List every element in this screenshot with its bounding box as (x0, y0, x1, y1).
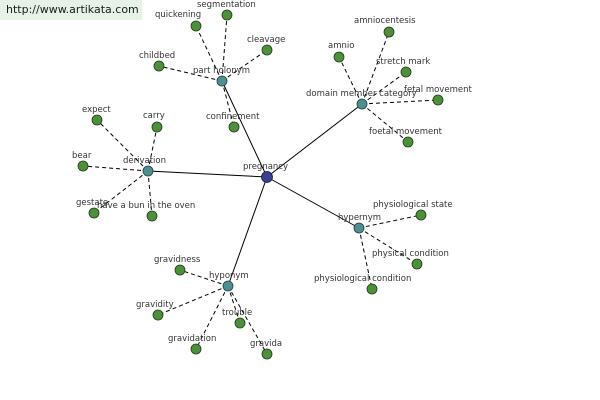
term-label-gravidness: gravidness (154, 255, 201, 265)
root-label: pregnancy (243, 162, 288, 172)
edge-derivation-have-a-bun-in-the-oven (147, 170, 153, 217)
term-node-childbed[interactable] (153, 60, 165, 72)
term-label-gravidation: gravidation (168, 334, 216, 344)
graph-nodes (77, 9, 444, 360)
term-node-segmentation[interactable] (221, 9, 233, 21)
term-label-physiological-state: physiological state (373, 200, 453, 210)
edge-part-holonym-cleavage (221, 49, 268, 82)
edge-root-hypernym (266, 176, 360, 229)
relation-node-hyponym[interactable] (222, 280, 234, 292)
term-node-trouble[interactable] (234, 317, 246, 329)
graph-edges (82, 14, 439, 355)
relation-label-hypernym: hypernym (338, 213, 381, 223)
edge-part-holonym-childbed (158, 65, 223, 82)
term-node-fetal-movement[interactable] (432, 94, 444, 106)
term-label-confinement: confinement (206, 112, 260, 122)
term-node-quickening[interactable] (190, 20, 202, 32)
term-node-foetal-movement[interactable] (402, 136, 414, 148)
term-node-gestate[interactable] (88, 207, 100, 219)
term-node-gravidity[interactable] (152, 309, 164, 321)
term-label-trouble: trouble (222, 308, 252, 318)
term-node-carry[interactable] (151, 121, 163, 133)
root-node-pregnancy[interactable] (261, 171, 273, 183)
edge-root-part-holonym (221, 80, 268, 178)
term-node-confinement[interactable] (228, 121, 240, 133)
edge-domain-member-category-amniocentesis (361, 31, 390, 105)
term-node-amniocentesis[interactable] (383, 26, 395, 38)
edge-derivation-expect (96, 119, 149, 172)
edge-domain-member-category-fetal-movement (361, 99, 439, 105)
term-label-physiological-condition: physiological condition (314, 274, 411, 284)
term-node-have-a-bun-in-the-oven[interactable] (146, 210, 158, 222)
term-label-amniocentesis: amniocentesis (354, 16, 416, 26)
term-node-cleavage[interactable] (261, 44, 273, 56)
term-label-fetal-movement: fetal movement (404, 85, 472, 95)
edge-root-derivation (147, 170, 268, 178)
watermark-link[interactable]: http://www.artikata.com (0, 0, 142, 20)
edge-hyponym-gravidation (195, 285, 229, 350)
relation-label-derivation: derivation (123, 156, 166, 166)
term-label-stretch-mark: stretch mark (376, 57, 430, 67)
relation-label-domain-member-category: domain member category (306, 89, 417, 99)
edge-hyponym-gravida (227, 285, 268, 355)
edge-derivation-gestate (93, 170, 149, 214)
term-label-gestate: gestate (76, 198, 108, 208)
relation-node-derivation[interactable] (142, 165, 154, 177)
term-label-segmentation: segmentation (197, 0, 256, 10)
term-label-childbed: childbed (139, 51, 175, 61)
term-node-bear[interactable] (77, 160, 89, 172)
edge-derivation-carry (147, 126, 158, 172)
term-label-foetal-movement: foetal movement (369, 127, 443, 137)
term-label-amnio: amnio (328, 41, 354, 51)
term-node-amnio[interactable] (333, 51, 345, 63)
edge-part-holonym-quickening (195, 25, 223, 82)
edge-domain-member-category-amnio (338, 56, 363, 105)
term-node-physiological-state[interactable] (415, 209, 427, 221)
edge-domain-member-category-foetal-movement (361, 103, 409, 143)
relation-node-part-holonym[interactable] (216, 75, 228, 87)
term-label-cleavage: cleavage (247, 35, 285, 45)
term-node-gravidation[interactable] (190, 343, 202, 355)
edge-hyponym-gravidness (179, 269, 229, 287)
term-node-physiological-condition[interactable] (366, 283, 378, 295)
edge-hypernym-physiological-state (358, 214, 422, 229)
term-label-carry: carry (143, 111, 165, 121)
edge-root-domain-member-category (266, 103, 363, 178)
term-label-have-a-bun-in-the-oven: have a bun in the oven (97, 201, 195, 211)
term-node-expect[interactable] (91, 114, 103, 126)
relation-node-domain-member-category[interactable] (356, 98, 368, 110)
term-label-expect: expect (82, 105, 111, 115)
relation-label-part-holonym: part holonym (193, 66, 250, 76)
edge-hypernym-physiological-condition (358, 227, 373, 290)
relation-node-hypernym[interactable] (353, 222, 365, 234)
term-label-gravida: gravida (250, 339, 282, 349)
term-node-stretch-mark[interactable] (400, 66, 412, 78)
term-label-gravidity: gravidity (136, 300, 174, 310)
term-label-bear: bear (72, 151, 92, 161)
term-node-gravida[interactable] (261, 348, 273, 360)
edge-hypernym-physical-condition (358, 227, 418, 265)
edge-part-holonym-confinement (221, 80, 235, 128)
term-label-physical-condition: physical condition (372, 249, 449, 259)
edge-hyponym-gravidity (157, 285, 229, 316)
term-node-gravidness[interactable] (174, 264, 186, 276)
term-node-physical-condition[interactable] (411, 258, 423, 270)
term-label-quickening: quickening (155, 10, 201, 20)
edge-derivation-bear (82, 165, 149, 172)
relation-label-hyponym: hyponym (209, 271, 249, 281)
edge-root-hyponym (227, 176, 268, 287)
edge-domain-member-category-stretch-mark (361, 71, 407, 105)
